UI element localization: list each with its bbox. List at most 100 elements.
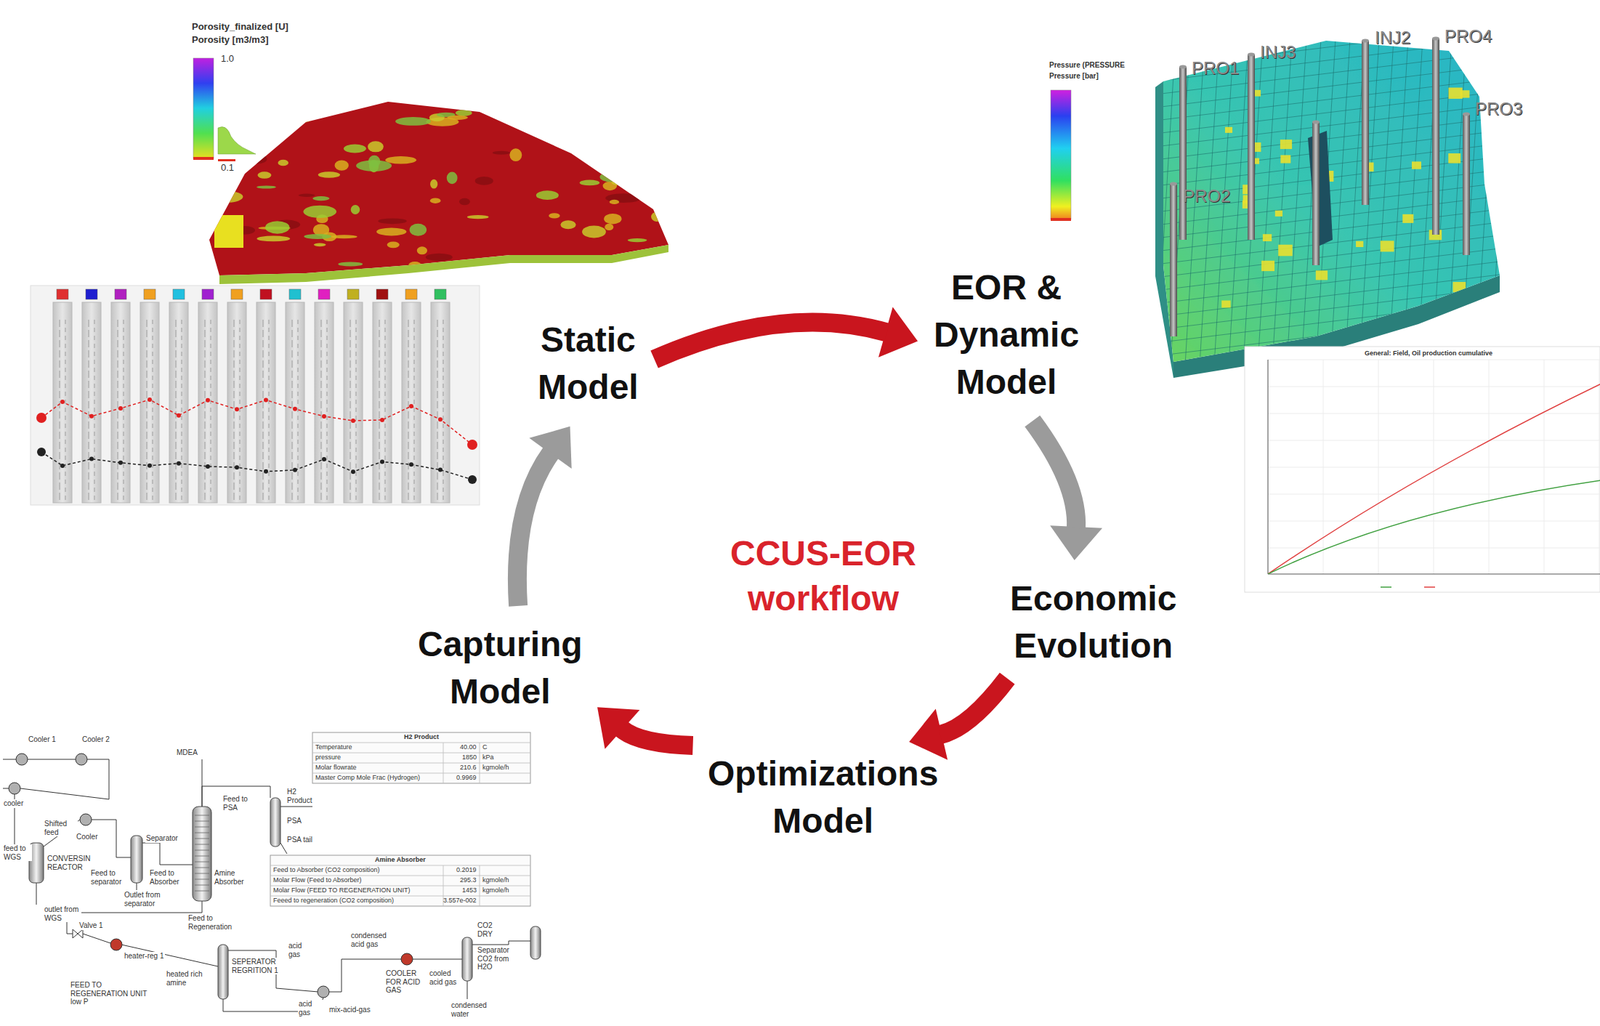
well-header [318,289,330,300]
table-cell: kgmole/h [482,886,510,894]
table-rule [270,865,531,867]
gridline [1544,359,1545,575]
facies-patch [211,191,243,203]
stream-label: feed to WGS [2,844,32,862]
table-cell: 1453 [462,886,477,894]
valve-symbol [72,929,83,939]
log-trace [123,319,125,502]
facies-patch [560,220,576,229]
colorbar-tick [193,156,214,160]
facies-patch [313,243,327,248]
marker [118,460,123,466]
arrow-body [940,678,1008,735]
stream-label: MDEA [175,748,199,758]
table-cell: 40.00 [459,743,477,751]
axis [1267,574,1600,575]
marker [380,459,385,464]
well-cap [1361,39,1369,43]
facies-patch [627,238,647,242]
grid-line [1242,14,1265,378]
table-cell: Molar flowrate [315,763,357,771]
grid-cell [1225,127,1233,133]
marker [176,413,181,418]
log-trace [233,319,235,502]
grid-line [1431,14,1454,378]
exchanger-symbol [15,753,28,766]
step-title: Economic Evolution [1009,575,1177,670]
facies-patch [467,215,490,219]
table-frame [270,855,531,907]
well-header [231,289,243,300]
log-trace [117,319,119,502]
tray [194,890,210,892]
colorbar-value: 1.0 [220,53,234,65]
grid-line [1300,14,1323,378]
facies-patch [579,180,601,187]
well-track [401,302,421,503]
stream-label: PSA [286,816,303,826]
step-title: EOR & Dynamic Model [933,264,1080,406]
gridline [1599,359,1600,575]
gridline [1378,359,1380,575]
stream-line [82,933,111,944]
marker [292,406,298,412]
grid-line [1475,14,1497,378]
arrow-body [1032,420,1077,529]
log-trace [437,319,439,502]
marker-dot [37,447,46,457]
well-bore [1361,40,1369,205]
well-header [289,289,301,300]
facies-patch [651,212,663,222]
stream-label: Cooler 2 [81,735,111,745]
grid-cell [1261,260,1275,272]
workflow-step: Economic Evolution [1009,575,1177,670]
facies-patch [350,204,361,215]
stream-label: Feed to separator [90,869,130,886]
stream-label: Feed to PSA [222,794,253,812]
table-cell: Molar Flow (Feed to Absorber) [273,876,362,884]
stream-line [2,788,9,790]
grid-line [1155,260,1512,304]
grid-cell [1448,153,1461,164]
stream-label: SEPERATOR REGRITION 1 [231,957,288,975]
stream-label: CO2 DRY [476,921,508,939]
well-header [434,289,447,300]
tray [194,873,210,875]
series-line [1267,479,1600,575]
well-header [143,289,156,300]
arrow-body [621,728,694,746]
exchanger-symbol [317,986,330,998]
grid-line [1329,14,1352,378]
well-track [430,302,450,503]
marker-dot [467,475,477,484]
table-cell: 0.9969 [456,773,477,782]
workflow-step: Static Model [537,316,639,412]
cycle-arrow [908,678,1008,761]
facies-patch [492,151,511,155]
tray [194,855,210,857]
chart-title: General: Field, Oil production cumulativ… [1364,349,1493,357]
well-header [201,289,214,300]
marker [60,399,65,404]
grid-line [1155,207,1512,252]
tray [194,815,210,816]
facies-patch [601,130,609,143]
table-cell: kPa [482,753,495,761]
stream-label: condensed water [450,1001,503,1018]
step-title: Capturing Model [417,621,583,716]
grid-cell [1402,214,1414,224]
grid-cell [1315,270,1328,280]
marker [292,467,298,473]
marker [60,463,65,468]
log-trace [268,319,270,502]
grid-cell [1275,210,1283,217]
facies-patch [611,178,645,187]
exchanger-symbol [8,782,21,795]
facies-patch [539,124,556,136]
grid-line [1402,14,1425,378]
workflow-step: Capturing Model [417,621,583,716]
colorbar-value: 0.1 [220,162,234,174]
facies-patch [604,223,614,231]
stream-line [472,940,531,945]
well-cap [1432,37,1440,41]
